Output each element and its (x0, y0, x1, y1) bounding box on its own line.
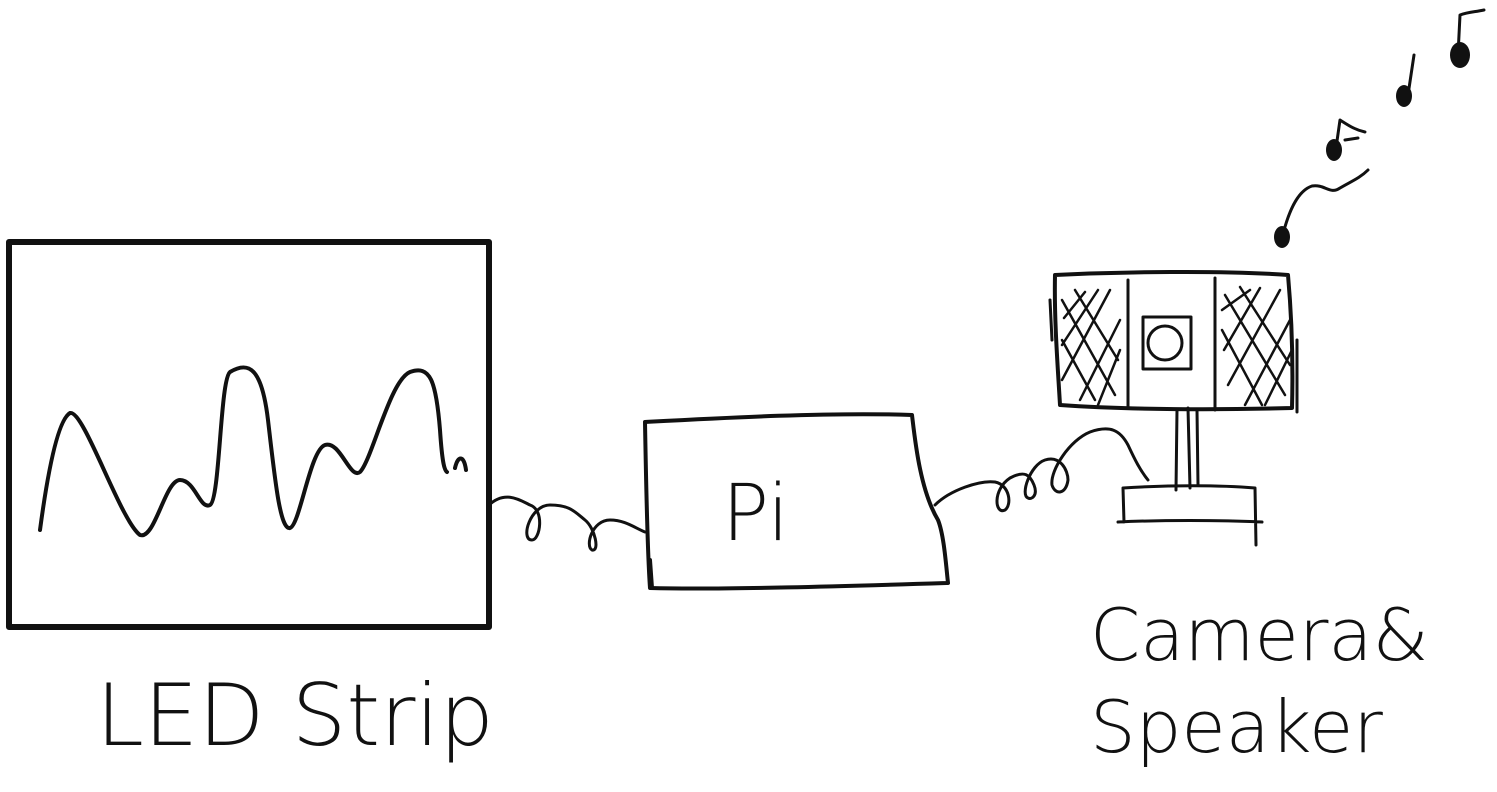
camera-speaker-icon (1048, 269, 1299, 547)
led-strip-box (6, 239, 492, 630)
waveform-icon (38, 365, 468, 538)
pi-label: Pi (722, 469, 789, 559)
pi-node: Pi (643, 412, 950, 591)
device-body (1052, 269, 1295, 412)
camera-lens (1141, 315, 1193, 371)
cable-led-to-pi (487, 495, 647, 552)
device-stand (1174, 406, 1200, 492)
pi-box (643, 412, 950, 591)
device-base (1116, 484, 1264, 547)
music-notes-icon (1274, 8, 1486, 248)
camera-speaker-node: Camera& Speaker (1048, 269, 1429, 769)
led-strip-node: LED Strip (6, 239, 494, 766)
camera-speaker-label-line2: Speaker (1090, 685, 1383, 769)
led-strip-label: LED Strip (96, 666, 494, 766)
cable-pi-to-camera (933, 427, 1150, 513)
camera-speaker-label-line1: Camera& (1090, 593, 1429, 677)
right-speaker-grille (1220, 285, 1294, 407)
left-speaker-grille (1060, 288, 1122, 407)
